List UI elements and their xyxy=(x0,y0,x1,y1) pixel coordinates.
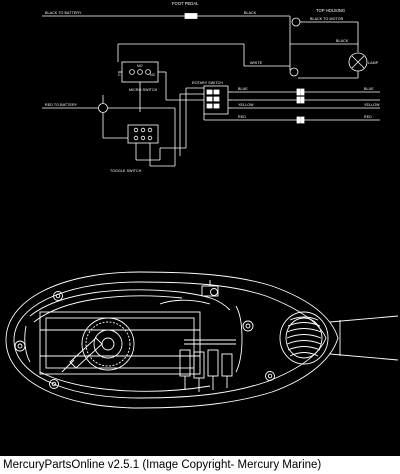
toggle-switch xyxy=(127,124,159,144)
label-red-left: RED xyxy=(238,115,246,119)
battery-junction xyxy=(98,103,108,113)
motor-housing-drawing xyxy=(5,271,399,409)
connector-blue xyxy=(296,88,305,96)
copyright-footer: MercuryPartsOnline v2.5.1 (Image Copyrig… xyxy=(0,456,400,474)
label-top-housing: TOP HOUSING xyxy=(316,8,345,13)
wire-connectors xyxy=(179,339,236,392)
label-red-to-battery: RED TO BATTERY xyxy=(45,103,78,107)
connector-yellow xyxy=(296,96,305,104)
label-black-to-motor: BLACK TO MOTOR xyxy=(310,17,344,21)
label-black-right: BLACK xyxy=(336,39,349,43)
label-rotary-switch: ROTARY SWITCH xyxy=(192,81,223,85)
label-yellow-left: YELLOW xyxy=(238,103,254,107)
top-housing-terminal-lower xyxy=(289,67,299,77)
label-red-right: RED xyxy=(364,115,372,119)
label-blue-left: BLUE xyxy=(238,87,248,91)
label-terminal-nc: NC xyxy=(150,73,156,77)
label-terminal-no: NO xyxy=(137,64,143,68)
label-foot-pedal: FOOT PEDAL xyxy=(172,1,199,6)
label-lamp: LAMP xyxy=(368,61,379,65)
label-blue-right: BLUE xyxy=(364,87,374,91)
gear-assembly xyxy=(61,317,135,373)
fuse xyxy=(184,13,198,19)
label-terminal-c: C xyxy=(118,73,121,77)
label-black-top: BLACK xyxy=(244,11,257,15)
label-black-to-battery: BLACK TO BATTERY xyxy=(45,11,82,15)
connector-red xyxy=(296,116,305,124)
circuit-board xyxy=(39,311,201,375)
label-micro-switch: MICRO SWITCH xyxy=(129,88,158,92)
label-white: WHITE xyxy=(250,61,263,65)
exploded-parts-diagram: FOOT PEDAL TOP HOUSING BLACK TO BATTERY … xyxy=(5,1,399,409)
label-toggle-switch: TOGGLE SWITCH xyxy=(110,169,142,173)
bow-cap xyxy=(279,311,329,365)
wiring-schematic xyxy=(42,13,380,167)
housing-outline xyxy=(5,271,339,409)
label-yellow-right: YELLOW xyxy=(364,103,380,107)
